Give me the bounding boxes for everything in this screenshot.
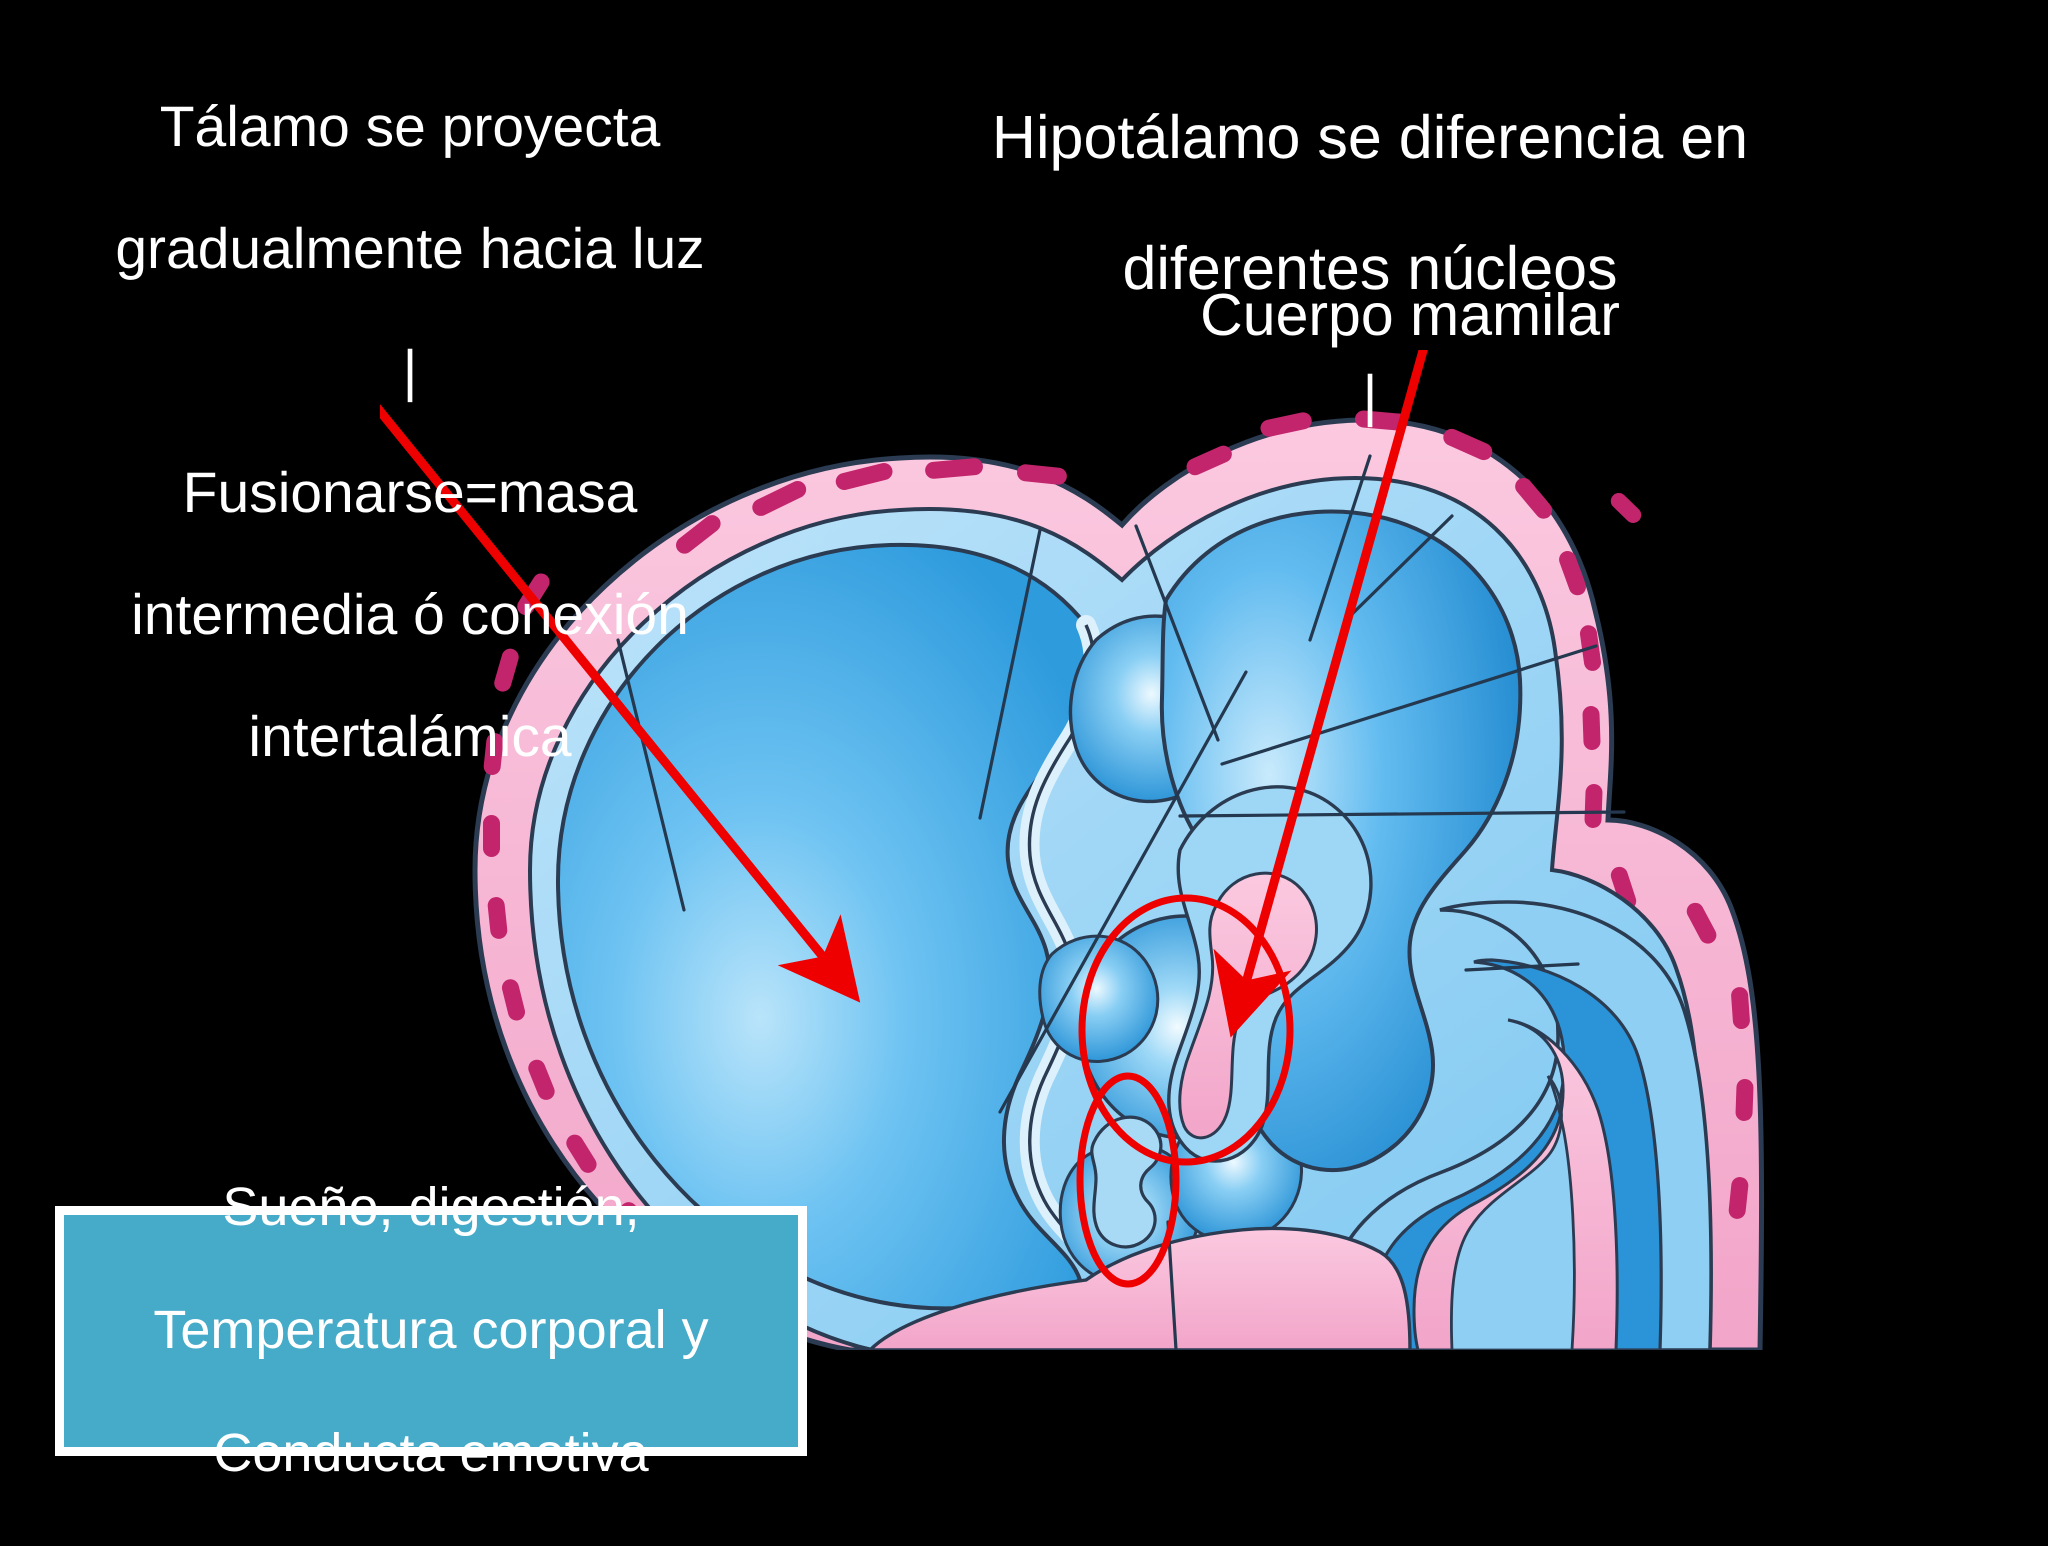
hypothalamus-caption-line2: diferentes núcleos	[1122, 233, 1618, 302]
thalamus-caption-line2: gradualmente hacia luz	[115, 216, 705, 281]
functions-line1: Sueño, digestión,	[222, 1177, 640, 1238]
leader-lines	[616, 454, 1626, 1350]
mamillary-body-label: Cuerpo mamilar	[1200, 282, 1620, 348]
thalamus-caption-line4: intermedia ó conexión	[131, 582, 689, 647]
hypothalamus-caption-line1: Hipotálamo se diferencia en	[991, 103, 1749, 172]
functions-line2: Temperatura corporal y	[153, 1300, 709, 1361]
red-annotations	[380, 350, 1428, 1288]
thalamus-arrow	[380, 404, 861, 1003]
thalamus-caption-line1: Tálamo se proyecta	[159, 94, 661, 159]
hypothalamus-caption-connector: |	[1362, 364, 1378, 429]
thalamus-caption-line3: Fusionarse=masa	[182, 460, 638, 525]
functions-line3: Conducta emotiva	[213, 1423, 649, 1484]
hypothalamic-floor	[867, 1226, 1412, 1350]
mamillary-ellipse	[1076, 1072, 1180, 1288]
thalamus-caption-line5: intertalámica	[248, 704, 572, 769]
mamillary-arrow	[1213, 350, 1428, 1038]
brain-cross-section-diagram	[380, 350, 1780, 1350]
hypothalamus-caption: Hipotálamo se diferencia en diferentes n…	[940, 40, 1800, 493]
cortical-folds	[1328, 900, 1713, 1350]
hypothalamus-functions-box: Sueño, digestión, Temperatura corporal y…	[55, 1177, 807, 1483]
thalamus-caption-connector: |	[402, 338, 418, 403]
hypothalamus-functions-text: Sueño, digestión, Temperatura corporal y…	[147, 1116, 714, 1546]
thalamus-caption: Tálamo se proyecta gradualmente hacia lu…	[60, 36, 760, 829]
